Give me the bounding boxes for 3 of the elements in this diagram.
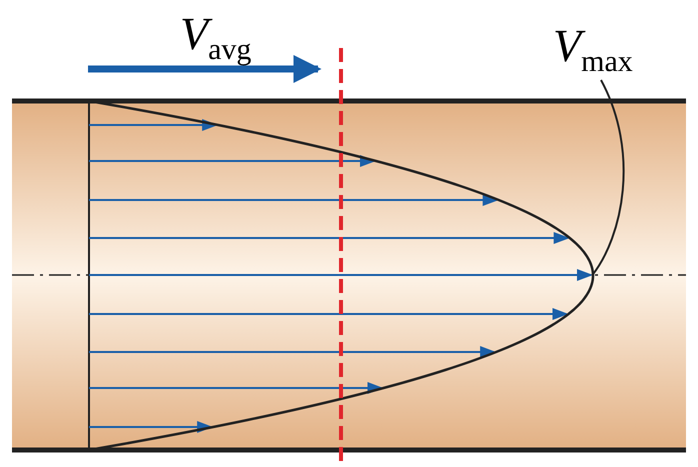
velocity-label: V$_{max}$: [553, 20, 633, 78]
leader-line: [591, 80, 625, 276]
velocity-label: V$_{avg}$: [180, 8, 252, 66]
